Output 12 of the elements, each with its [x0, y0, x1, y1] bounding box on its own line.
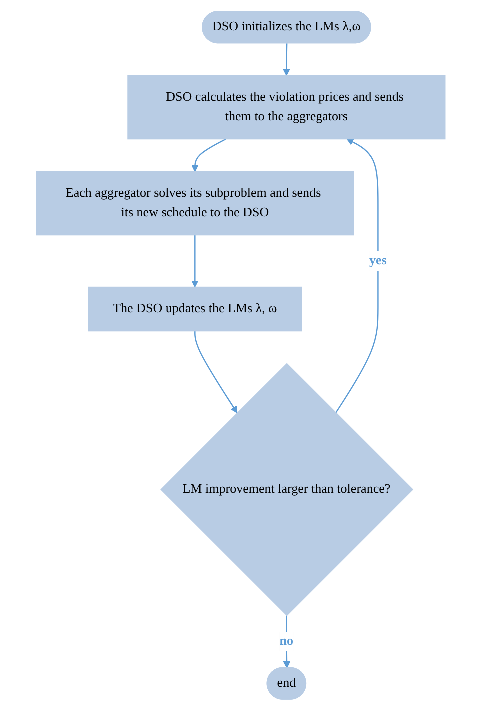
arrow: [192, 235, 199, 288]
arrow: [192, 138, 227, 172]
edge-label: no: [280, 634, 294, 648]
node-diamond: LM improvement larger than tolerance?: [160, 363, 414, 616]
node-box: The DSO updates the LMs λ, ω: [88, 286, 302, 332]
arrow: [283, 44, 290, 76]
node-box: Each aggregator solves its subproblem and sends its new schedule to the DSO: [36, 171, 354, 236]
arrow: [336, 138, 379, 414]
node-box: DSO calculates the violation prices and sends them to the aggregators: [128, 75, 446, 140]
arrow: [284, 616, 291, 668]
arrow: [194, 331, 238, 414]
edge-label: yes: [370, 254, 387, 268]
